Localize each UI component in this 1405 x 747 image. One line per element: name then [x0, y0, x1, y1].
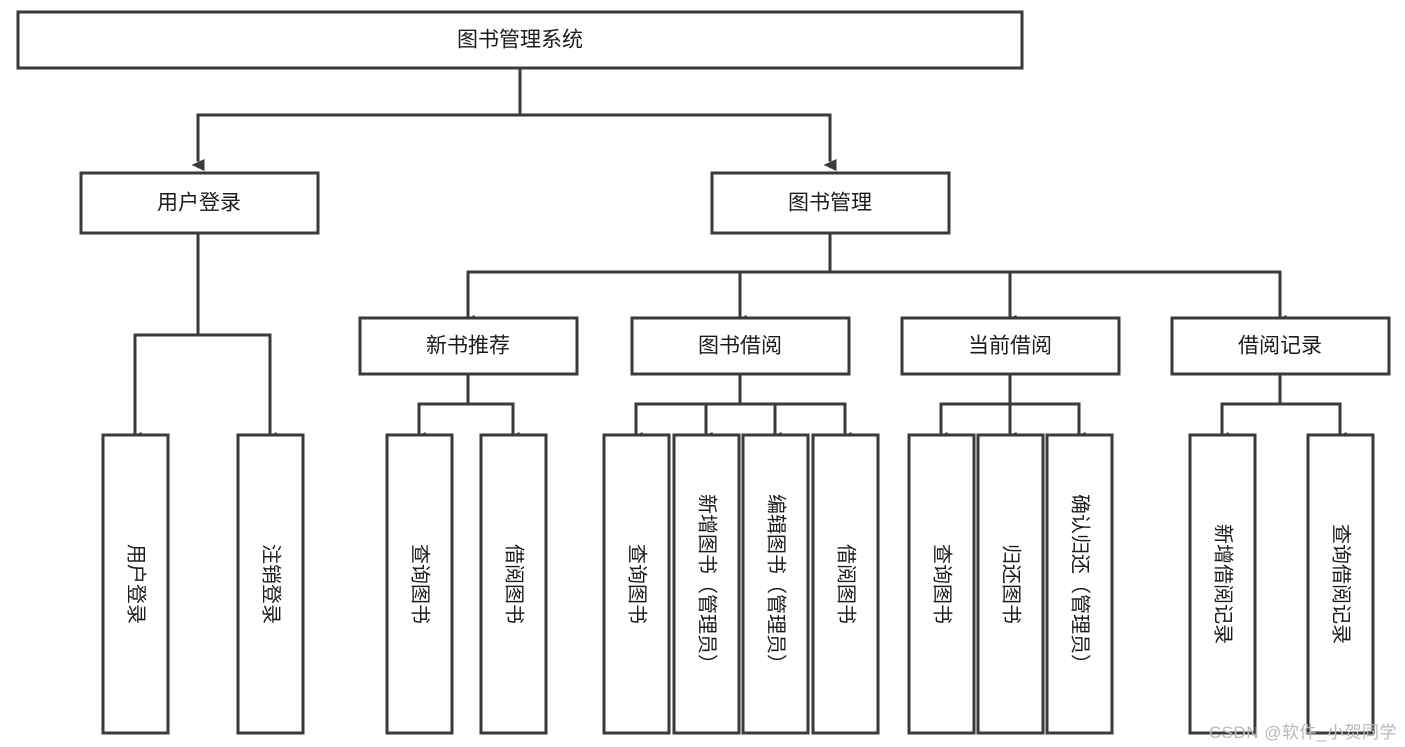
node-leaf-add-record-box[interactable] — [1188, 433, 1257, 735]
node-leaf-return-book[interactable]: 归还图书 — [976, 433, 1045, 735]
node-current-borrow-label: 当前借阅 — [968, 335, 1052, 358]
node-leaf-edit-book-box[interactable] — [741, 433, 810, 735]
node-leaf-borrow-query-label: 查询图书 — [626, 544, 649, 624]
node-book-borrow-box[interactable] — [630, 316, 851, 376]
node-leaf-return-book-label: 归还图书 — [1000, 544, 1023, 624]
node-book-manage-label: 图书管理 — [788, 192, 872, 215]
node-leaf-borrow-query[interactable]: 查询图书 — [602, 433, 671, 735]
node-current-borrow[interactable]: 当前借阅 — [900, 316, 1121, 376]
node-borrow-record-box[interactable] — [1170, 316, 1391, 376]
node-leaf-cur-query[interactable]: 查询图书 — [907, 433, 976, 735]
node-root-label: 图书管理系统 — [457, 29, 583, 52]
node-book-borrow-label: 图书借阅 — [698, 335, 782, 358]
node-leaf-add-book[interactable]: 新增图书（管理员） — [672, 433, 741, 735]
node-leaf-return-book-box[interactable] — [976, 433, 1045, 735]
node-borrow-record-label: 借阅记录 — [1238, 335, 1322, 358]
node-leaf-rec-query-box[interactable] — [385, 433, 454, 735]
node-leaf-rec-borrow-box[interactable] — [479, 433, 548, 735]
node-leaf-borrow-book-label: 借阅图书 — [835, 544, 858, 624]
node-user-login-box[interactable] — [79, 171, 320, 235]
node-leaf-edit-book[interactable]: 编辑图书（管理员） — [741, 433, 810, 735]
node-leaf-confirm-return[interactable]: 确认归还（管理员） — [1045, 433, 1114, 735]
node-new-book-rec[interactable]: 新书推荐 — [358, 316, 579, 376]
node-leaf-query-record-label: 查询借阅记录 — [1330, 524, 1353, 644]
node-book-borrow[interactable]: 图书借阅 — [630, 316, 851, 376]
node-borrow-record[interactable]: 借阅记录 — [1170, 316, 1391, 376]
node-user-login[interactable]: 用户登录 — [79, 171, 320, 235]
node-leaf-borrow-book[interactable]: 借阅图书 — [811, 433, 880, 735]
node-leaf-cur-query-box[interactable] — [907, 433, 976, 735]
node-leaf-add-book-label: 新增图书（管理员） — [696, 494, 719, 674]
node-leaf-user-login[interactable]: 用户登录 — [101, 433, 170, 735]
node-leaf-rec-borrow-label: 借阅图书 — [503, 544, 526, 624]
node-leaf-add-book-box[interactable] — [672, 433, 741, 735]
node-leaf-add-record[interactable]: 新增借阅记录 — [1188, 433, 1257, 735]
node-leaf-borrow-book-box[interactable] — [811, 433, 880, 735]
node-book-manage-box[interactable] — [710, 171, 951, 235]
node-leaf-confirm-return-label: 确认归还（管理员） — [1069, 494, 1092, 674]
node-new-book-rec-label: 新书推荐 — [426, 335, 510, 358]
node-leaf-cur-query-label: 查询图书 — [931, 544, 954, 624]
node-leaf-rec-query[interactable]: 查询图书 — [385, 433, 454, 735]
node-root[interactable]: 图书管理系统 — [16, 10, 1024, 70]
node-leaf-rec-borrow[interactable]: 借阅图书 — [479, 433, 548, 735]
node-new-book-rec-box[interactable] — [358, 316, 579, 376]
node-book-manage[interactable]: 图书管理 — [710, 171, 951, 235]
node-leaf-logout-label: 注销登录 — [260, 544, 283, 624]
node-leaf-query-record-box[interactable] — [1306, 433, 1375, 735]
node-leaf-logout-box[interactable] — [236, 433, 305, 735]
node-leaf-rec-query-label: 查询图书 — [409, 544, 432, 624]
node-leaf-user-login-label: 用户登录 — [125, 544, 148, 624]
node-leaf-user-login-box[interactable] — [101, 433, 170, 735]
node-leaf-borrow-query-box[interactable] — [602, 433, 671, 735]
node-leaf-add-record-label: 新增借阅记录 — [1212, 524, 1235, 644]
node-leaf-query-record[interactable]: 查询借阅记录 — [1306, 433, 1375, 735]
connector-layer — [128, 66, 1347, 444]
node-current-borrow-box[interactable] — [900, 316, 1121, 376]
node-user-login-label: 用户登录 — [157, 192, 241, 215]
node-root-box[interactable] — [16, 10, 1024, 70]
node-leaf-logout[interactable]: 注销登录 — [236, 433, 305, 735]
node-leaf-edit-book-label: 编辑图书（管理员） — [765, 494, 788, 674]
node-leaf-confirm-return-box[interactable] — [1045, 433, 1114, 735]
